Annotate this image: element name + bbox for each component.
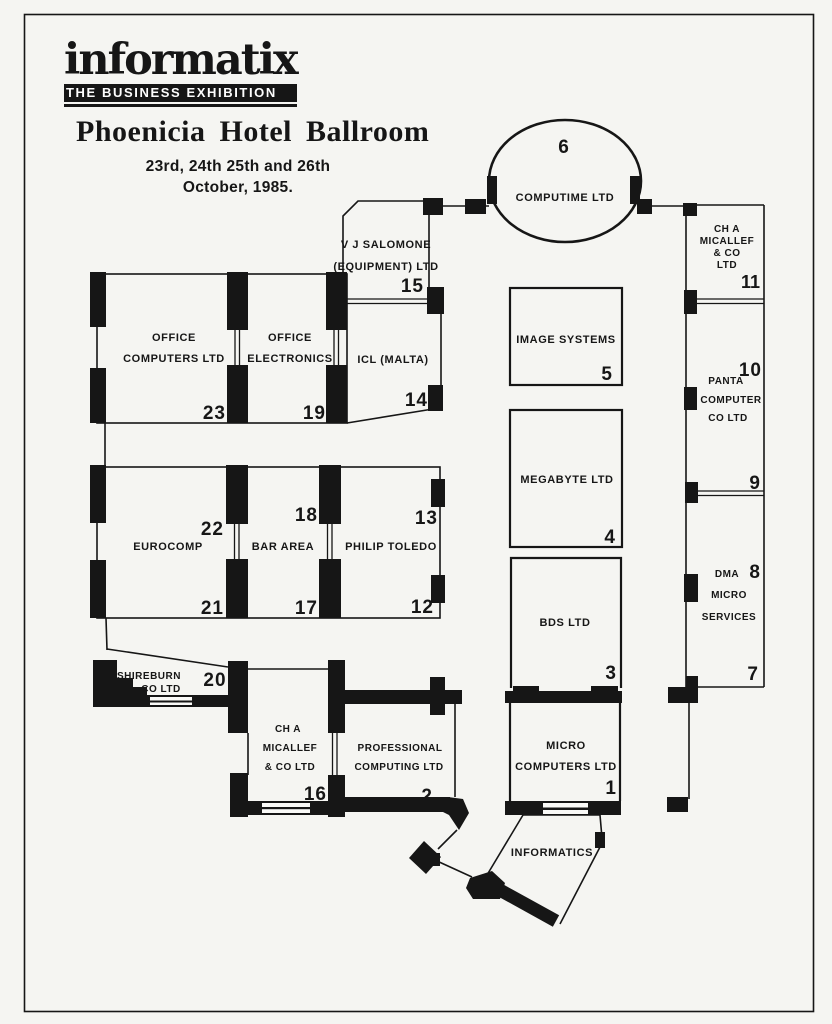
booth-15-label-1: V J SALOMONE [341, 239, 431, 251]
booth-4-number: 4 [604, 527, 616, 548]
booth-20-label-1: SHIREBURN [117, 671, 181, 682]
exhibition-banner: THE BUSINESS EXHIBITION [64, 84, 297, 103]
bar-area-label: BAR AREA [252, 541, 314, 553]
booth-8-number: 8 [749, 562, 761, 583]
booth-12-number: 12 [411, 597, 434, 618]
booth-7-number: 7 [747, 664, 759, 685]
booth-6-label: COMPUTIME LTD [516, 192, 615, 204]
booth-11-label-2: MICALLEF [700, 236, 755, 247]
booth-11-label-1: CH A [714, 224, 740, 235]
header: informatix THE BUSINESS EXHIBITION Phoen… [64, 35, 484, 199]
booth-office-computers-and-electronics: OFFICE COMPUTERS LTD 23 OFFICE ELECTRONI… [90, 272, 348, 424]
booth-bds: BDS LTD 3 [505, 556, 623, 703]
booth-11-label-4: LTD [717, 260, 737, 271]
booth-informatics: INFORMATICS [409, 814, 605, 927]
booth-2-label-2: COMPUTING LTD [354, 762, 443, 773]
booth-5-label: IMAGE SYSTEMS [516, 334, 615, 346]
booth-3-number: 3 [605, 663, 617, 684]
dma-label-2: MICRO [711, 590, 747, 601]
panta-label-1: PANTA [708, 376, 743, 387]
booth-16-number: 16 [304, 784, 327, 805]
booth-20-number: 20 [203, 670, 226, 691]
booth-19-label-1: OFFICE [268, 332, 312, 344]
booth-17-number: 17 [295, 598, 318, 619]
booth-14-number: 14 [405, 390, 428, 411]
panta-label-2: COMPUTER [700, 395, 762, 406]
booth-10-number: 10 [739, 360, 762, 381]
booth-5-number: 5 [601, 364, 613, 385]
booth-eurocomp-bar-toledo: EUROCOMP 22 21 BAR AREA 18 17 PHILIP TOL… [90, 465, 445, 619]
booth-vj-salomone: V J SALOMONE (EQUIPMENT) LTD 15 [333, 198, 444, 314]
booth-18-number: 18 [295, 505, 318, 526]
panta-label-3: CO LTD [708, 413, 747, 424]
left-wall-connector-lower [105, 617, 108, 651]
page-title: Phoenicia Hotel Ballroom [76, 115, 430, 149]
logo-block: informatix THE BUSINESS EXHIBITION [64, 35, 299, 108]
booth-2-number: 2 [421, 786, 433, 807]
booth-9-number: 9 [749, 473, 761, 494]
booth-micallef-south: CH A MICALLEF & CO LTD 16 [230, 660, 345, 817]
booth-22-number: 22 [201, 519, 224, 540]
booth-14-label: ICL (MALTA) [357, 354, 428, 366]
booth-micro-computers: MICRO COMPUTERS LTD 1 [505, 703, 622, 815]
booth-15-number: 15 [401, 276, 424, 297]
booth-informatics-label: INFORMATICS [511, 847, 593, 859]
booth-16-label-2: MICALLEF [263, 743, 318, 754]
booth-3-label: BDS LTD [539, 617, 590, 629]
booth-21-number: 21 [201, 598, 224, 619]
booth-23-label-2: COMPUTERS LTD [123, 353, 225, 365]
booth-megabyte: MEGABYTE LTD 4 [508, 408, 624, 549]
booth-16-label-3: & CO LTD [265, 762, 315, 773]
booth-1-label-1: MICRO [546, 740, 586, 752]
booth-15-label-2: (EQUIPMENT) LTD [333, 261, 438, 273]
booth-1-label-2: COMPUTERS LTD [515, 761, 617, 773]
booth-eurocomp-label: EUROCOMP [133, 541, 203, 553]
booth-19-label-2: ELECTRONICS [247, 353, 332, 365]
booth-1-number: 1 [605, 778, 617, 799]
booth-20-label-2: CO LTD [141, 684, 180, 695]
event-dates: 23rd, 24th 25th and 26th October, 1985. [88, 157, 388, 199]
event-dates-line2: October, 1985. [182, 179, 294, 197]
booth-4-label: MEGABYTE LTD [520, 474, 613, 486]
booth-11-number: 11 [741, 272, 760, 292]
booth-2-label-1: PROFESSIONAL [358, 743, 443, 754]
booth-shireburn: SHIREBURN CO LTD 20 [93, 648, 248, 733]
booth-computime-dome: 6 COMPUTIME LTD [429, 118, 686, 244]
booth-11-label-3: & CO [714, 248, 741, 259]
booth-philip-toledo-label: PHILIP TOLEDO [345, 541, 437, 553]
booth-image-systems: IMAGE SYSTEMS 5 [508, 286, 624, 387]
banner-underline [64, 104, 297, 108]
booth-icl-malta: ICL (MALTA) 14 [346, 293, 443, 424]
dma-label-1: DMA [715, 569, 739, 580]
right-column-booths: CH A MICALLEF & CO LTD 11 10 PANTA COMPU… [667, 203, 765, 812]
booth-professional-computing: PROFESSIONAL COMPUTING LTD 2 [345, 677, 469, 830]
booth-16-label-1: CH A [275, 724, 301, 735]
booth-23-number: 23 [203, 403, 226, 424]
informatix-logo: informatix [64, 35, 299, 85]
booth-13-number: 13 [415, 508, 438, 529]
booth-19-number: 19 [303, 403, 326, 424]
dma-label-3: SERVICES [702, 612, 756, 623]
booth-6-number: 6 [558, 137, 570, 158]
booth-23-label-1: OFFICE [152, 332, 196, 344]
page-border-frame [23, 13, 815, 1013]
event-dates-line1: 23rd, 24th 25th and 26th [145, 158, 331, 176]
